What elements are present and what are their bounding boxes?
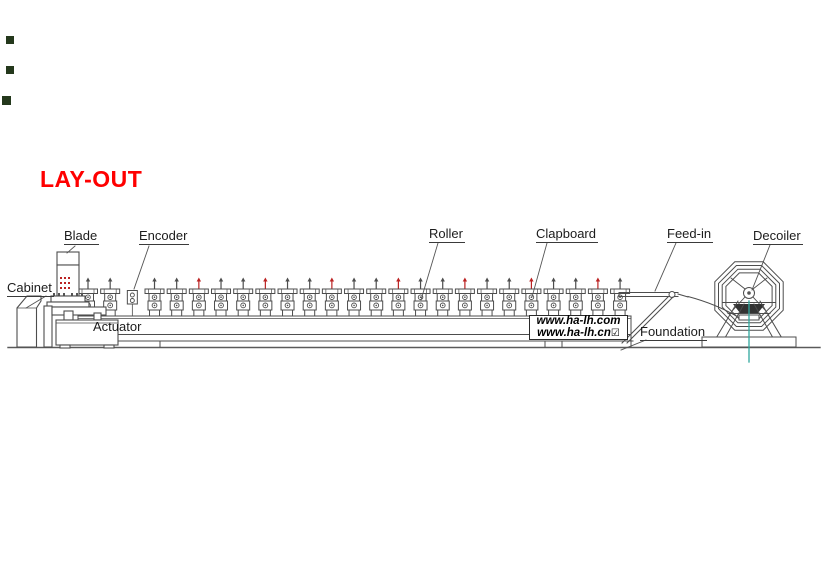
roller-stand [388,277,409,317]
blade-leader-line [66,245,76,254]
coil-ring [721,268,777,324]
label-decoiler: Decoiler [753,228,803,246]
roller-stand [499,277,520,317]
roller-stand [521,277,542,317]
feed-in-assembly [618,291,739,344]
checkbox-icon: ☑ [610,327,620,339]
label-blade: Blade [64,228,100,246]
roller-stand [587,277,608,317]
roller-stand [100,277,121,317]
coil-ring [718,265,780,327]
roller-stand [299,277,320,317]
roller-stand [255,277,276,317]
roller-stand [543,277,564,317]
leader-lines [25,242,771,351]
cabinet-drawing [16,295,42,348]
website-com: www.ha-lh.com [536,315,621,327]
roller-stand [144,277,165,317]
roller-stand [188,277,209,317]
decoiler-leader-line [751,244,771,291]
label-encoder: Encoder [139,228,190,246]
feed-in-leader-line [654,242,677,292]
roller-stand [565,277,586,317]
roller-stand [211,277,232,317]
actuator-assembly [43,305,119,349]
roller-stand [344,277,365,317]
label-cabinet: Cabinet [7,280,54,298]
label-actuator: Actuator [93,319,142,334]
label-roller: Roller [429,226,465,244]
blade-assembly [46,251,90,308]
roller-stand [366,277,387,317]
cabinet-leader-line [25,295,47,309]
label-feed-in: Feed-in [667,226,714,244]
label-foundation: Foundation [640,324,708,342]
roller-stand [233,277,254,317]
decoiler-assembly [701,261,797,363]
coil-spokes [730,277,768,311]
flange-bolts [53,293,83,296]
roller-stands [78,277,631,317]
left-edge-mark [2,96,11,105]
coil-ring [714,261,784,331]
roller-stand [432,277,453,317]
left-edge-mark [6,36,14,44]
layout-title: LAY-OUT [40,166,143,192]
roller-leader-line [420,242,439,301]
encoder-leader-line [133,245,150,290]
roller-stand [277,277,298,317]
roller-stand [610,277,631,317]
roller-stand [477,277,498,317]
website-cn: www.ha-lh.cn☑ [537,326,620,339]
coil-rings [714,261,784,331]
roller-stand [410,277,431,317]
clapboard-leader-line [531,242,548,298]
roller-stand [321,277,342,317]
encoder-unit [126,290,138,317]
coil-ring [725,272,773,320]
blade-red-dots [60,277,70,289]
roller-stand [454,277,475,317]
website-box: www.ha-lh.com www.ha-lh.cn☑ [529,315,628,340]
left-edge-mark [6,66,14,74]
roller-stand [166,277,187,317]
label-clapboard: Clapboard [536,226,598,244]
foundation-leader-line [620,339,647,351]
